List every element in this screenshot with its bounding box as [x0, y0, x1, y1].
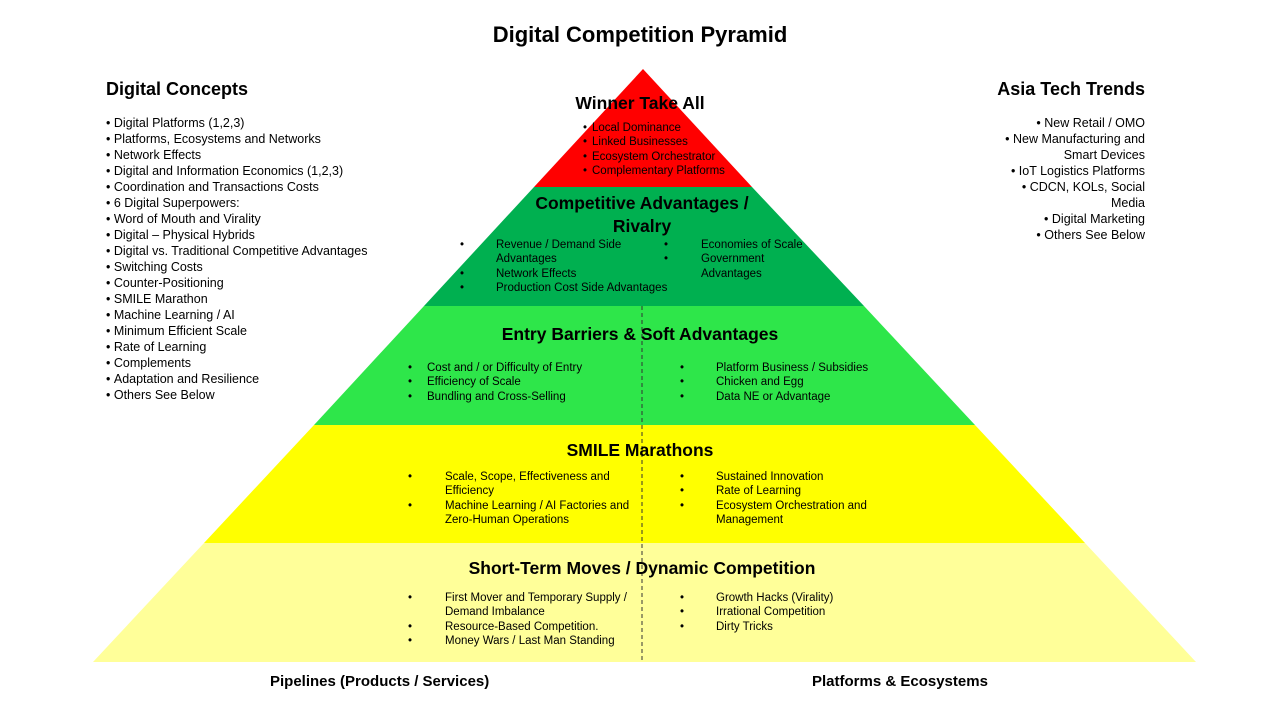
list-item: •Efficiency of Scale — [408, 376, 521, 389]
list-item: Digital and Information Economics (1,2,3… — [106, 163, 406, 179]
list-item: Network Effects — [106, 147, 406, 163]
list-item: Digital – Physical Hybrids — [106, 227, 406, 243]
list-item: •Economies of Scale — [664, 239, 803, 251]
pipelines-label: Pipelines (Products / Services) — [270, 673, 490, 690]
list-item: Machine Learning / AI — [106, 307, 406, 323]
list-item: SMILE Marathon — [106, 291, 406, 307]
list-item: •Platform Business / Subsidies — [680, 362, 869, 374]
list-item: 6 Digital Superpowers: — [106, 195, 406, 211]
digital-concepts-heading: Digital Concepts — [106, 79, 249, 99]
list-item: Counter-Positioning — [106, 275, 406, 291]
list-item: IoT Logistics Platforms — [985, 163, 1145, 179]
platforms-ecosystems-label: Platforms & Ecosystems — [812, 673, 988, 690]
list-item: •Irrational Competition — [680, 606, 826, 619]
tier-winner-take-all-shape — [534, 69, 752, 187]
tier-winner-take-all-title: Winner Take All — [575, 93, 705, 113]
tier-competitive-advantages-left-list: •Revenue / Demand Side Advantages •Netwo… — [460, 238, 682, 295]
list-item: •Resource-Based Competition. — [408, 620, 599, 633]
tier-competitive-advantages-right-list: •Economies of Scale •Government Advantag… — [664, 238, 814, 281]
list-item: •Growth Hacks (Virality) — [680, 592, 834, 604]
tier-title-line: Competitive Advantages / — [535, 193, 749, 213]
list-item: CDCN, KOLs, Social Media — [985, 179, 1145, 211]
list-item: Others See Below — [106, 387, 406, 403]
tier-entry-barriers-left-list: •Cost and / or Difficulty of Entry •Effi… — [408, 361, 638, 404]
list-item: •Network Effects — [460, 267, 577, 280]
tier-smile-marathons-left-list: •Scale, Scope, Effectiveness and Efficie… — [408, 470, 646, 527]
list-item: •Ecosystem Orchestrator — [583, 150, 716, 163]
list-item: •Dirty Tricks — [680, 620, 773, 633]
tier-short-term-moves-shape — [93, 543, 1196, 662]
tier-competitive-advantages-shape — [424, 187, 864, 306]
list-item: •Ecosystem Orchestration and Management — [680, 499, 867, 526]
list-item: •Government Advantages — [664, 253, 765, 280]
list-item: Switching Costs — [106, 259, 406, 275]
tier-short-term-moves-left-list: •First Mover and Temporary Supply / Dema… — [408, 591, 643, 648]
tier-short-term-moves-title: Short-Term Moves / Dynamic Competition — [468, 558, 816, 578]
list-item: •Money Wars / Last Man Standing — [408, 634, 615, 647]
list-item: Minimum Efficient Scale — [106, 323, 406, 339]
page-title: Digital Competition Pyramid — [492, 22, 788, 47]
list-item: •Local Dominance — [583, 122, 681, 134]
tier-title-line: Rivalry — [612, 216, 672, 236]
list-item: •Scale, Scope, Effectiveness and Efficie… — [408, 471, 610, 498]
list-item: Rate of Learning — [106, 339, 406, 355]
tier-competitive-advantages-title: Competitive Advantages / Rivalry — [500, 192, 784, 238]
list-item: •Linked Businesses — [583, 136, 688, 149]
list-item: •Production Cost Side Advantages — [460, 281, 668, 294]
list-item: Digital Platforms (1,2,3) — [106, 115, 406, 131]
tier-short-term-moves-right-list: •Growth Hacks (Virality) •Irrational Com… — [680, 591, 890, 634]
list-item: •Chicken and Egg — [680, 376, 804, 389]
list-item: Adaptation and Resilience — [106, 371, 406, 387]
list-item: Word of Mouth and Virality — [106, 211, 406, 227]
list-item: •Sustained Innovation — [680, 471, 824, 483]
list-item: Coordination and Transactions Costs — [106, 179, 406, 195]
list-item: •Rate of Learning — [680, 485, 802, 498]
list-item: •Data NE or Advantage — [680, 390, 831, 403]
list-item: •Cost and / or Difficulty of Entry — [408, 362, 583, 374]
list-item: Digital vs. Traditional Competitive Adva… — [106, 243, 406, 259]
list-item: •Machine Learning / AI Factories and Zer… — [408, 499, 630, 526]
list-item: Others See Below — [985, 227, 1145, 243]
tier-entry-barriers-right-list: •Platform Business / Subsidies •Chicken … — [680, 361, 910, 404]
list-item: Complements — [106, 355, 406, 371]
list-item: Platforms, Ecosystems and Networks — [106, 131, 406, 147]
tier-smile-marathons-title: SMILE Marathons — [566, 440, 714, 460]
list-item: •Revenue / Demand Side Advantages — [460, 239, 622, 266]
tier-smile-marathons-right-list: •Sustained Innovation •Rate of Learning … — [680, 470, 890, 527]
list-item: Digital Marketing — [985, 211, 1145, 227]
tier-smile-marathons-shape — [204, 425, 1085, 543]
list-item: New Retail / OMO — [985, 115, 1145, 131]
tier-winner-take-all-list: •Local Dominance •Linked Businesses •Eco… — [583, 121, 753, 178]
tier-entry-barriers-shape — [314, 306, 975, 425]
list-item: •Bundling and Cross-Selling — [408, 390, 566, 403]
list-item: •Complementary Platforms — [583, 164, 725, 177]
list-item: New Manufacturing and Smart Devices — [985, 131, 1145, 163]
list-item: •First Mover and Temporary Supply / Dema… — [408, 592, 627, 619]
asia-tech-trends-list: New Retail / OMO New Manufacturing and S… — [985, 115, 1145, 243]
tier-entry-barriers-title: Entry Barriers & Soft Advantages — [501, 324, 779, 344]
digital-concepts-list: Digital Platforms (1,2,3) Platforms, Eco… — [106, 115, 406, 403]
asia-tech-trends-heading: Asia Tech Trends — [997, 79, 1145, 99]
